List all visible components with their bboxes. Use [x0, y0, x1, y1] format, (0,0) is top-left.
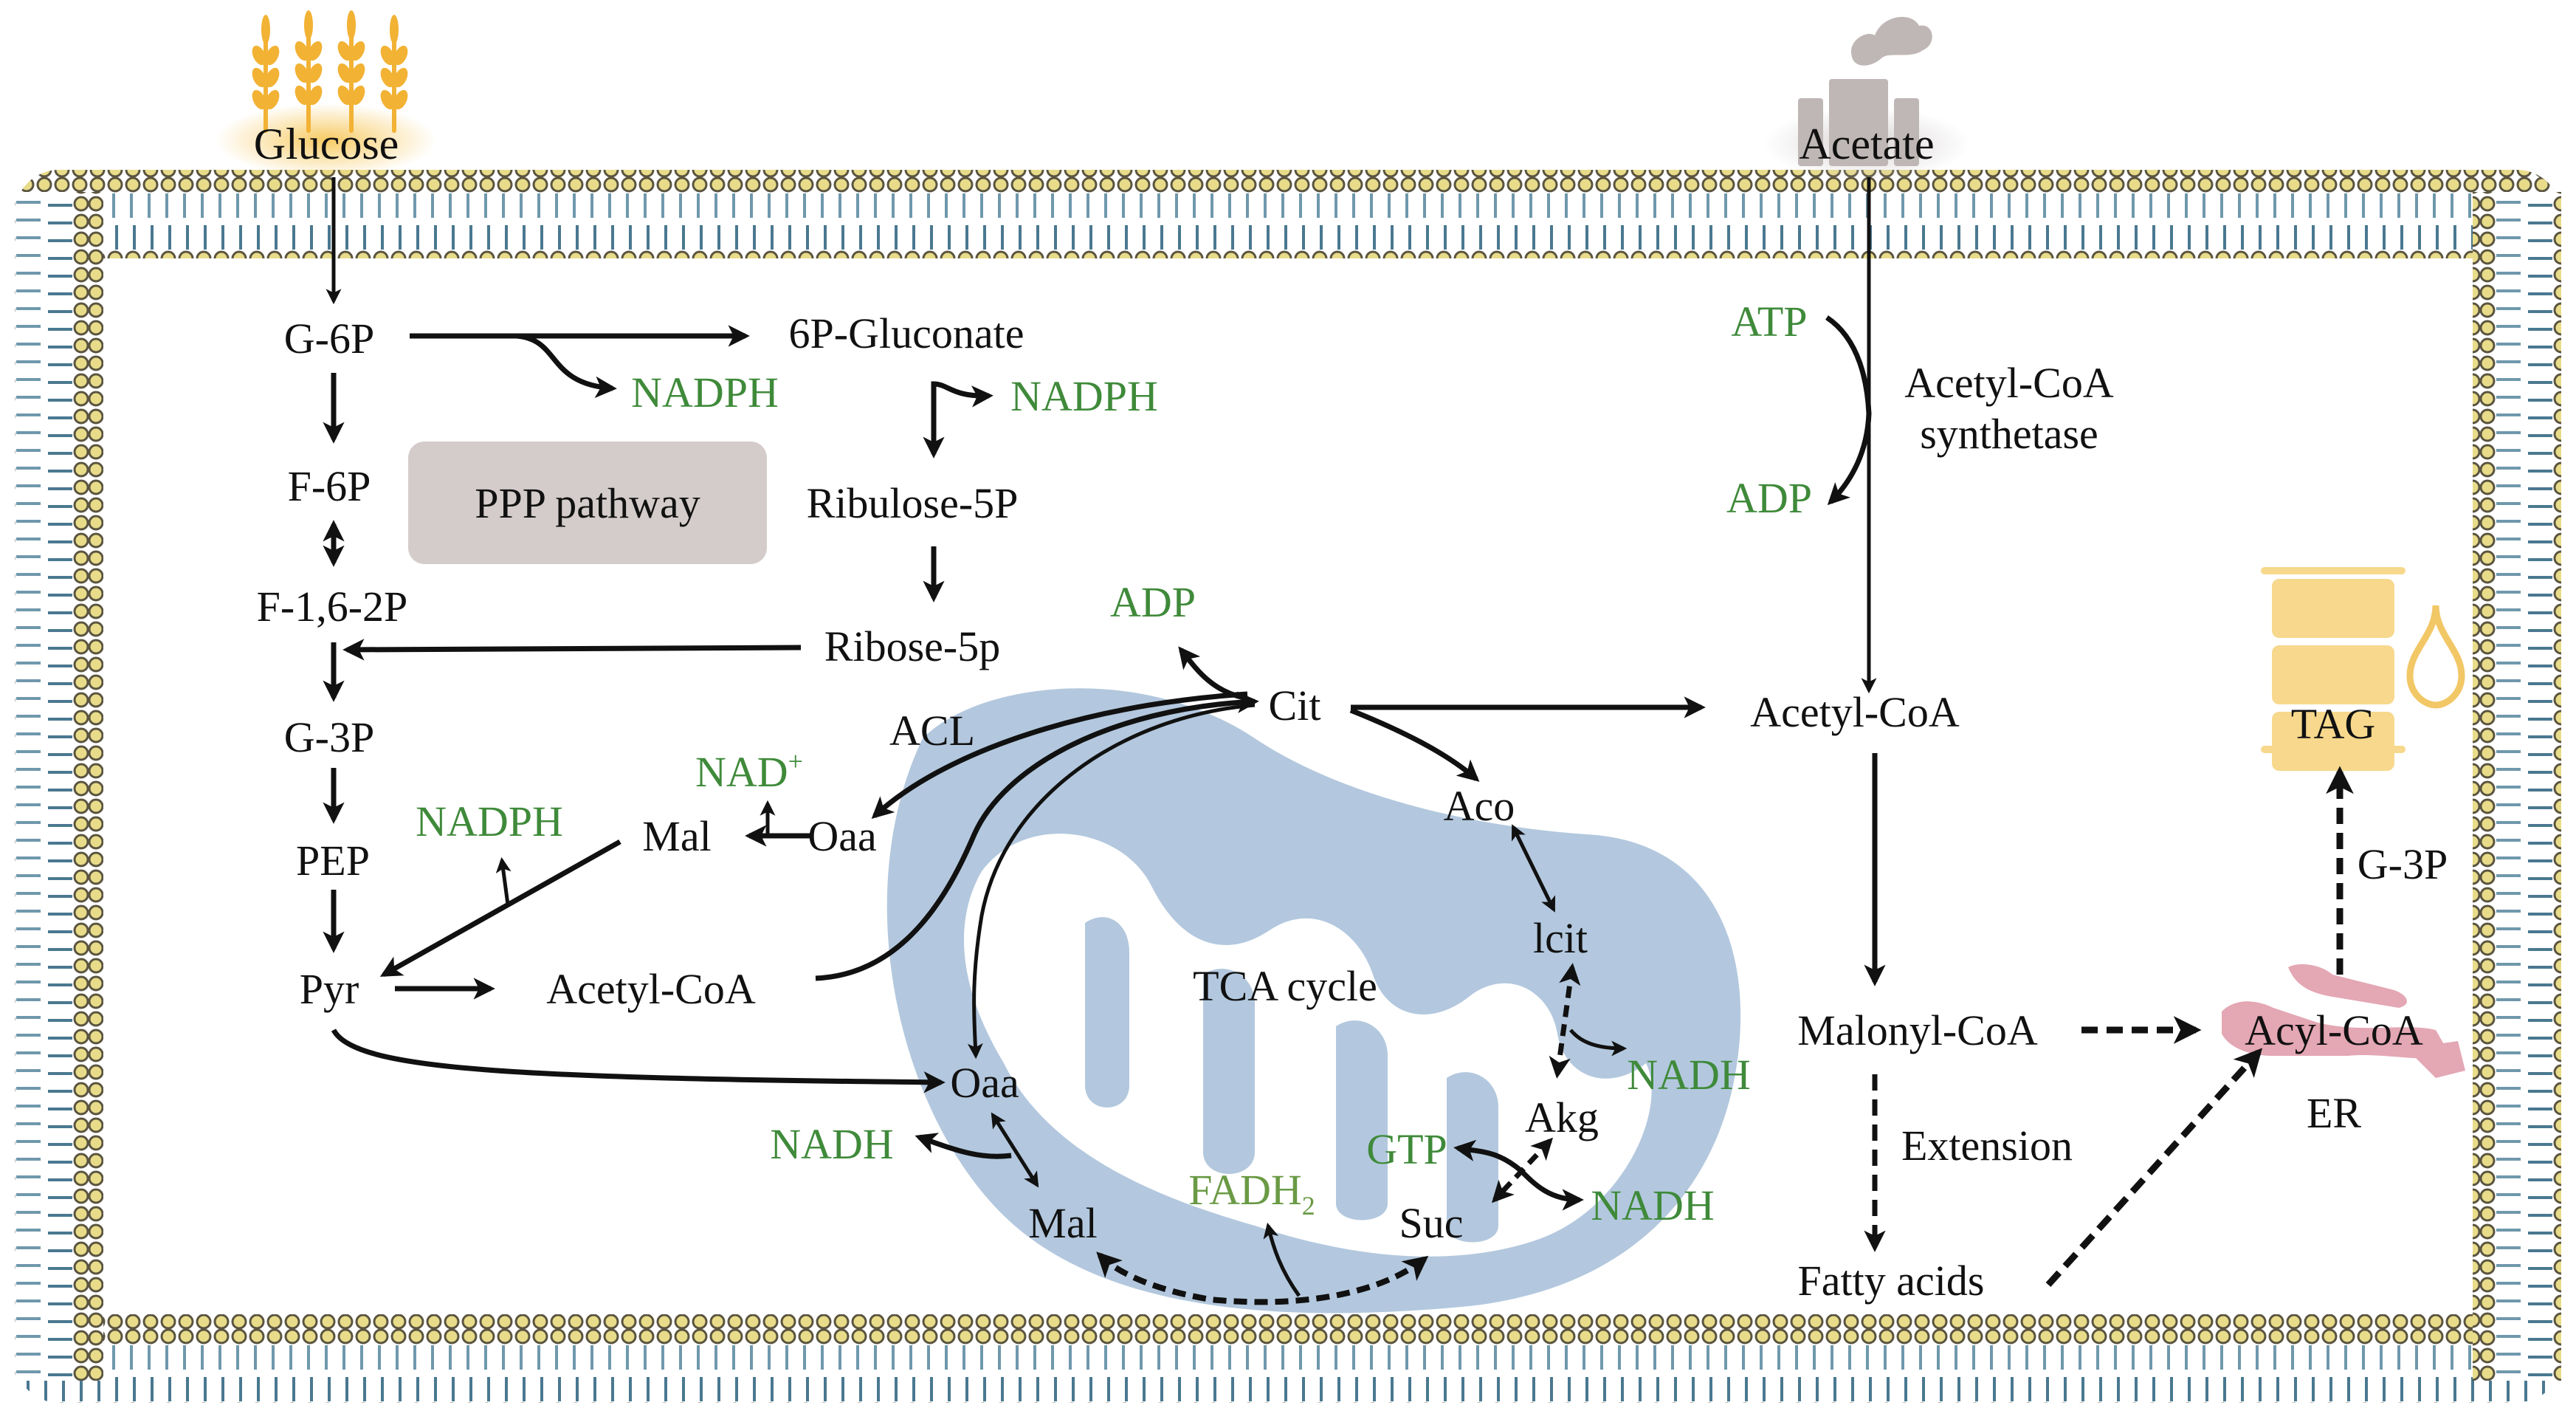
gtp-label: GTP [1366, 1125, 1447, 1173]
mal-mito-label: Mal [1028, 1199, 1097, 1247]
g6p-label: G-6P [284, 315, 374, 363]
tag-label: TAG [2291, 700, 2376, 748]
fadh2-label: FADH2 [1188, 1166, 1315, 1220]
malonyl-coa-label: Malonyl-CoA [1797, 1006, 2038, 1054]
ppp-pathway-box [408, 442, 767, 564]
suc-label: Suc [1399, 1199, 1464, 1247]
pyr-label: Pyr [300, 965, 359, 1013]
er-label: ER [2307, 1089, 2361, 1137]
acyl-coa-label: Acyl-CoA [2245, 1006, 2423, 1054]
oil-barrel-icon [2261, 567, 2465, 771]
lipid-arrows [1825, 177, 2354, 1288]
acl-label: ACL [889, 707, 975, 755]
nad-plus-label: NAD+ [695, 746, 803, 796]
ppp-pathway-label: PPP pathway [475, 479, 700, 527]
icit-label: lcit [1533, 914, 1588, 962]
adp-label: ADP [1726, 474, 1812, 522]
cit-label: Cit [1269, 681, 1321, 729]
acetyl-coa-cytosol-label: Acetyl-CoA [546, 965, 756, 1013]
oaa-mito-label: Oaa [950, 1059, 1019, 1107]
ribulose-label: Ribulose-5P [807, 479, 1019, 527]
adp-label: ADP [1110, 578, 1196, 626]
acetate-label: Acetate [1799, 120, 1934, 168]
ribose-label: Ribose-5p [824, 622, 1000, 670]
nadph-label: NADPH [416, 797, 563, 845]
atp-label: ATP [1731, 298, 1807, 346]
mal-cytosol-label: Mal [642, 812, 711, 860]
nadph-label: NADPH [1010, 372, 1158, 420]
enzyme-label-line1: Acetyl-CoA [1904, 359, 2114, 407]
fatty-acids-label: Fatty acids [1798, 1257, 1985, 1305]
aco-label: Aco [1444, 782, 1515, 830]
nadh-label: NADH [1627, 1051, 1751, 1099]
f16bp-label: F-1,6-2P [257, 583, 408, 631]
acetyl-coa-label: Acetyl-CoA [1750, 688, 1960, 736]
tca-cycle-label: TCA cycle [1193, 962, 1377, 1010]
pep-label: PEP [296, 837, 370, 885]
er-icon [2222, 964, 2465, 1078]
akg-label: Akg [1525, 1093, 1599, 1141]
g3p-label: G-3P [284, 713, 374, 761]
g3p-label-lipid: G-3P [2358, 840, 2448, 888]
enzyme-label-line2: synthetase [1920, 410, 2098, 458]
nadh-label: NADH [1591, 1181, 1715, 1229]
oaa-cytosol-label: Oaa [807, 812, 876, 860]
nadh-label: NADH [770, 1120, 894, 1168]
nadph-label: NADPH [631, 368, 779, 416]
glucose-icon [216, 10, 437, 177]
shuttle-arrows [331, 646, 1259, 1093]
factory-icon [1763, 16, 1970, 181]
ppp-arrows [331, 325, 993, 678]
f6p-label: F-6P [288, 462, 371, 510]
gluconate-label: 6P-Gluconate [789, 309, 1024, 357]
tca-arrows [915, 696, 1706, 1305]
extension-label: Extension [1901, 1122, 2073, 1170]
glucose-label: Glucose [254, 120, 399, 168]
